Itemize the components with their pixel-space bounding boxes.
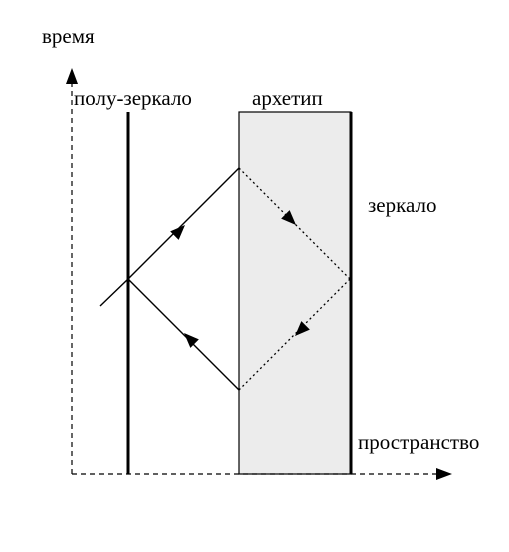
mirror-label: зеркало xyxy=(368,193,437,217)
upper-dotted-ray xyxy=(238,167,351,280)
incoming-ray xyxy=(99,278,129,307)
arrow-up-left-icon xyxy=(184,333,199,348)
archetype-block xyxy=(238,111,352,475)
half-mirror-label: полу-зеркало xyxy=(74,86,192,110)
time-axis-label: время xyxy=(42,24,95,48)
upper-solid-ray xyxy=(127,167,240,280)
arrow-down-right-icon xyxy=(281,210,296,225)
arrow-up-right-icon xyxy=(170,225,185,240)
arrow-down-left-icon xyxy=(295,321,310,336)
lower-solid-ray xyxy=(127,278,240,391)
archetype-label: архетип xyxy=(252,86,323,110)
space-axis-label: пространство xyxy=(358,430,480,454)
time-axis-arrow-icon xyxy=(66,68,78,84)
lower-dotted-ray xyxy=(238,278,351,391)
space-axis-arrow-icon xyxy=(436,468,452,480)
